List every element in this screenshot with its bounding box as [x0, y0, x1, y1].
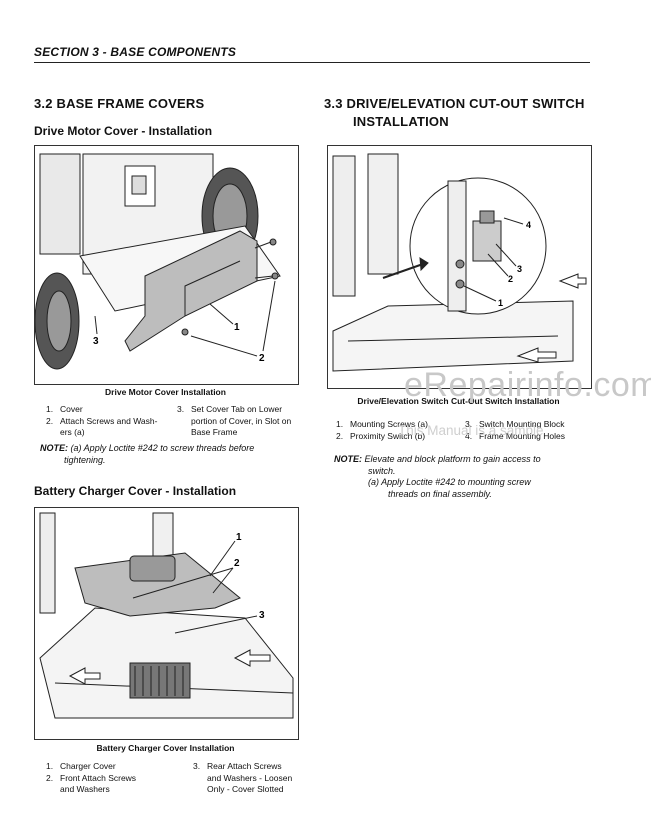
- drive-motor-caption: Drive Motor Cover Installation: [105, 387, 226, 397]
- section-3-3-title-line2: INSTALLATION: [353, 114, 449, 129]
- drive-callout-1: 1: [234, 322, 240, 333]
- drive-motor-subtitle: Drive Motor Cover - Installation: [34, 124, 213, 138]
- drive-legend-right: 3.Set Cover Tab on Lower portion of Cove…: [177, 404, 292, 437]
- battery-charger-caption: Battery Charger Cover Installation: [96, 743, 235, 753]
- battery-callout-2: 2: [234, 558, 240, 569]
- cutout-switch-caption: Drive/Elevation Switch Cut-Out Switch In…: [357, 396, 560, 406]
- section-header: SECTION 3 - BASE COMPONENTS: [34, 45, 237, 59]
- switch-callout-1: 1: [498, 298, 503, 308]
- battery-callout-1: 1: [236, 532, 242, 543]
- switch-note: NOTE: Elevate and block platform to gain…: [334, 454, 541, 499]
- watermark-text: eRepairinfo.com: [404, 366, 651, 404]
- watermark-subtext: This Manual is a sample: [398, 423, 544, 438]
- battery-legend-right: 3.Rear Attach Screws and Washers - Loose…: [193, 761, 293, 794]
- battery-charger-figure: 1 2 3: [34, 507, 299, 740]
- drive-note: NOTE: (a) Apply Loctite #242 to screw th…: [40, 443, 255, 465]
- switch-callout-2: 2: [508, 274, 513, 284]
- switch-callout-3: 3: [517, 264, 522, 274]
- switch-legend-right: 3.Switch Mounting Block 4.Frame Mounting…: [465, 419, 565, 441]
- cutout-switch-figure: 4 3 2 1: [327, 145, 592, 389]
- header-rule: [34, 62, 590, 63]
- drive-legend-left: 1.Cover 2.Attach Screws and Wash- ers (a…: [46, 404, 158, 437]
- drive-callout-3: 3: [93, 336, 99, 347]
- section-3-3-title: 3.3 DRIVE/ELEVATION CUT-OUT SWITCH: [324, 96, 585, 111]
- switch-legend-left: 1.Mounting Screws (a) 2.Proximity Switch…: [336, 419, 428, 441]
- battery-charger-subtitle: Battery Charger Cover - Installation: [34, 484, 237, 498]
- battery-legend-left: 1.Charger Cover 2.Front Attach Screws an…: [46, 761, 137, 794]
- switch-callout-4: 4: [526, 220, 531, 230]
- drive-callout-2: 2: [259, 353, 265, 364]
- battery-charger-illustration: 1 2 3: [39, 512, 294, 719]
- cutout-switch-illustration: 4 3 2 1: [332, 153, 587, 372]
- drive-motor-figure: 1 2 3: [34, 145, 299, 385]
- section-3-2-title: 3.2 BASE FRAME COVERS: [34, 96, 205, 111]
- drive-motor-illustration: 1 2 3: [34, 153, 281, 370]
- battery-callout-3: 3: [259, 610, 265, 621]
